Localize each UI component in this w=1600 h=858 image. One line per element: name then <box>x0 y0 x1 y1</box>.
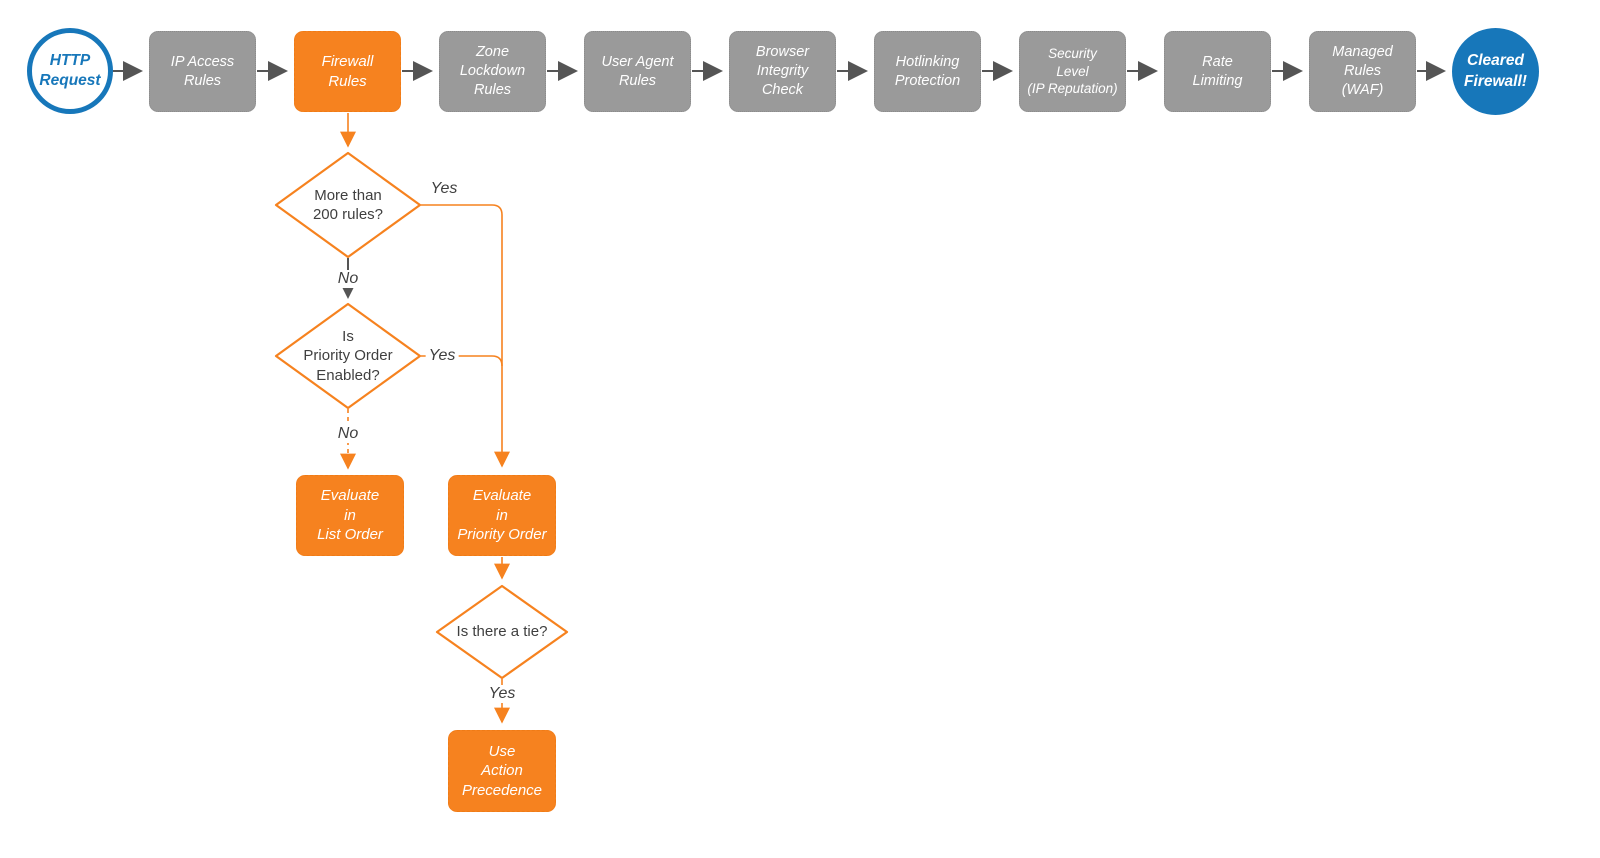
decision-more-than-200-rules-shape <box>274 151 422 259</box>
node-rate-limiting: Rate Limiting <box>1164 31 1271 112</box>
node-user-agent-rules: User Agent Rules <box>584 31 691 112</box>
node-security-level: Security Level (IP Reputation) <box>1019 31 1126 112</box>
node-browser-integrity-check: Browser Integrity Check <box>729 31 836 112</box>
node-cleared-firewall: Cleared Firewall! <box>1452 28 1539 115</box>
decision-priority-order-enabled: Is Priority Order Enabled? <box>303 327 393 384</box>
edge-label-yes-200-rules: Yes <box>427 180 461 198</box>
arrow-yes-200-to-priority-order <box>421 204 510 468</box>
arrow-yes-priority-merge <box>421 355 503 367</box>
node-evaluate-list-order: Evaluate in List Order <box>296 475 404 556</box>
node-firewall-rules: Firewall Rules <box>294 31 401 112</box>
node-http-request: HTTP Request <box>27 28 113 114</box>
decision-is-there-a-tie: Is there a tie? <box>456 623 548 641</box>
node-managed-rules-waf: Managed Rules (WAF) <box>1309 31 1416 112</box>
decision-more-than-200-rules: More than 200 rules? <box>312 186 384 224</box>
edge-label-yes-tie: Yes <box>485 685 519 703</box>
node-ip-access-rules: IP Access Rules <box>149 31 256 112</box>
decision-is-there-a-tie-shape <box>435 584 569 680</box>
node-hotlinking-protection: Hotlinking Protection <box>874 31 981 112</box>
node-zone-lockdown-rules: Zone Lockdown Rules <box>439 31 546 112</box>
edge-label-no-200-rules: No <box>334 270 362 288</box>
node-use-action-precedence: Use Action Precedence <box>448 730 556 812</box>
decision-priority-order-enabled-shape <box>274 302 422 410</box>
edge-label-no-priority: No <box>334 425 362 443</box>
edge-label-yes-priority: Yes <box>425 347 459 365</box>
node-evaluate-priority-order: Evaluate in Priority Order <box>448 475 556 556</box>
